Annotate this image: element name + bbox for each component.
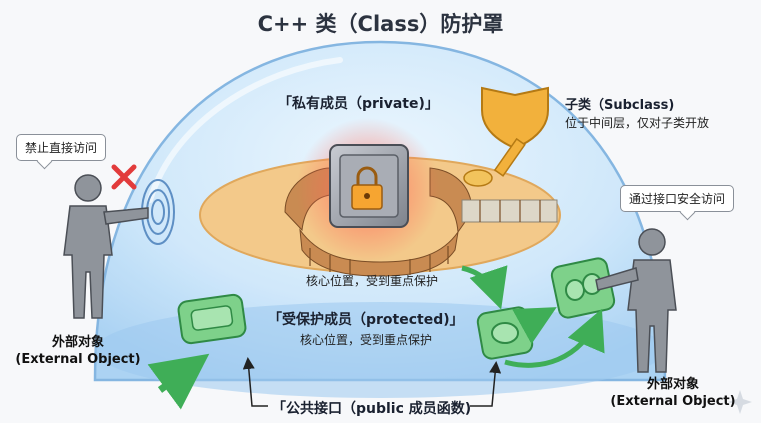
external-right-en: (External Object) <box>610 394 736 409</box>
protected-note: 核心位置，受到重点保护 <box>300 333 433 347</box>
arrow-private-to-protected <box>461 265 508 310</box>
public-pointer-left <box>242 357 268 407</box>
person-right-icon <box>595 228 677 373</box>
subclass-desc: 位于中间层，仅对子类开放 <box>565 116 710 130</box>
private-label: 「私有成员（private)」 <box>278 96 439 112</box>
key-icon <box>463 86 549 187</box>
public-pointer-right <box>470 361 502 407</box>
private-note: 核心位置，受到重点保护 <box>306 274 439 288</box>
access-bubble: 通过接口安全访问 <box>620 185 735 212</box>
external-object-right: 外部对象 (External Object) <box>598 376 748 410</box>
protected-block-left <box>177 293 247 345</box>
page-title: C++ 类（Class）防护罩 <box>257 12 504 36</box>
deny-bubble: 禁止直接访问 <box>16 134 107 161</box>
arrow-bottom-to-right <box>504 308 605 368</box>
external-right-cn: 外部对象 <box>646 377 699 392</box>
protected-block-right <box>550 257 616 319</box>
external-object-left: 外部对象 (External Object) <box>8 334 148 368</box>
deny-icon <box>111 164 137 190</box>
public-label: 「公共接口（public 成员函数) <box>272 401 472 417</box>
arrow-entry-left <box>147 353 210 410</box>
subclass-title: 子类（Subclass) <box>565 98 675 113</box>
protected-label: 「受保护成员（protected)」 <box>268 312 464 328</box>
dome-highlight <box>147 57 343 203</box>
sparkle-icon <box>728 390 752 414</box>
external-left-cn: 外部对象 <box>51 335 104 350</box>
arrow-mid-to-right <box>512 307 557 345</box>
external-left-en: (External Object) <box>15 352 141 367</box>
safe-icon <box>329 144 409 228</box>
protected-block-mid <box>476 306 534 360</box>
person-left-icon <box>63 174 149 319</box>
